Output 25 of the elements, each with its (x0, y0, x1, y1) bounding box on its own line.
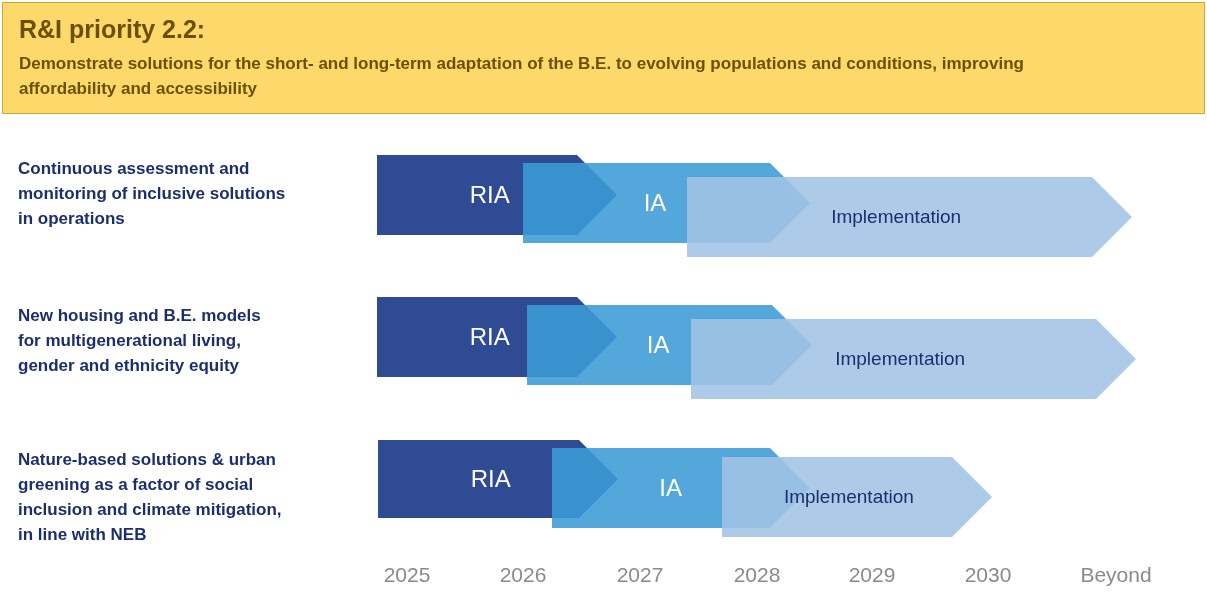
phase-block (691, 319, 1136, 399)
phase-label: RIA (470, 465, 511, 493)
row-label: Continuous assessment and monitoring of inclusive solutions in operations (18, 158, 286, 230)
phase-block (722, 457, 992, 537)
phase-block (687, 177, 1132, 257)
header-band (2, 2, 1205, 114)
phase-label: Implementation (835, 348, 966, 370)
year-label: 2029 (848, 563, 896, 587)
year-label: 2030 (964, 563, 1012, 587)
phase-label: RIA (469, 323, 510, 351)
row-label: Nature-based solutions & urban greening as a factor of social inclusion and climate mitigation, in line with NEB (18, 449, 283, 546)
phase-label: IA (643, 189, 667, 217)
year-label: Beyond (1080, 563, 1152, 587)
phase-label: IA (646, 331, 670, 359)
year-label: 2026 (499, 563, 547, 587)
phase-label: Implementation (783, 486, 914, 508)
row-label: New housing and B.E. models for multigenerational living, gender and ethnicity equity (18, 305, 262, 377)
subheading: Demonstrate solutions for the short- and long-term adaptation of the B.E. to evolving populations and conditions, improving affordability and accessibility (19, 53, 1025, 100)
phase-label: IA (659, 474, 682, 502)
year-label: 2025 (383, 563, 431, 587)
phase-label: Implementation (831, 206, 962, 228)
phase-label: RIA (469, 181, 510, 209)
year-label: 2028 (733, 563, 781, 587)
heading: R&I priority 2.2: (19, 15, 206, 44)
year-label: 2027 (616, 563, 664, 587)
